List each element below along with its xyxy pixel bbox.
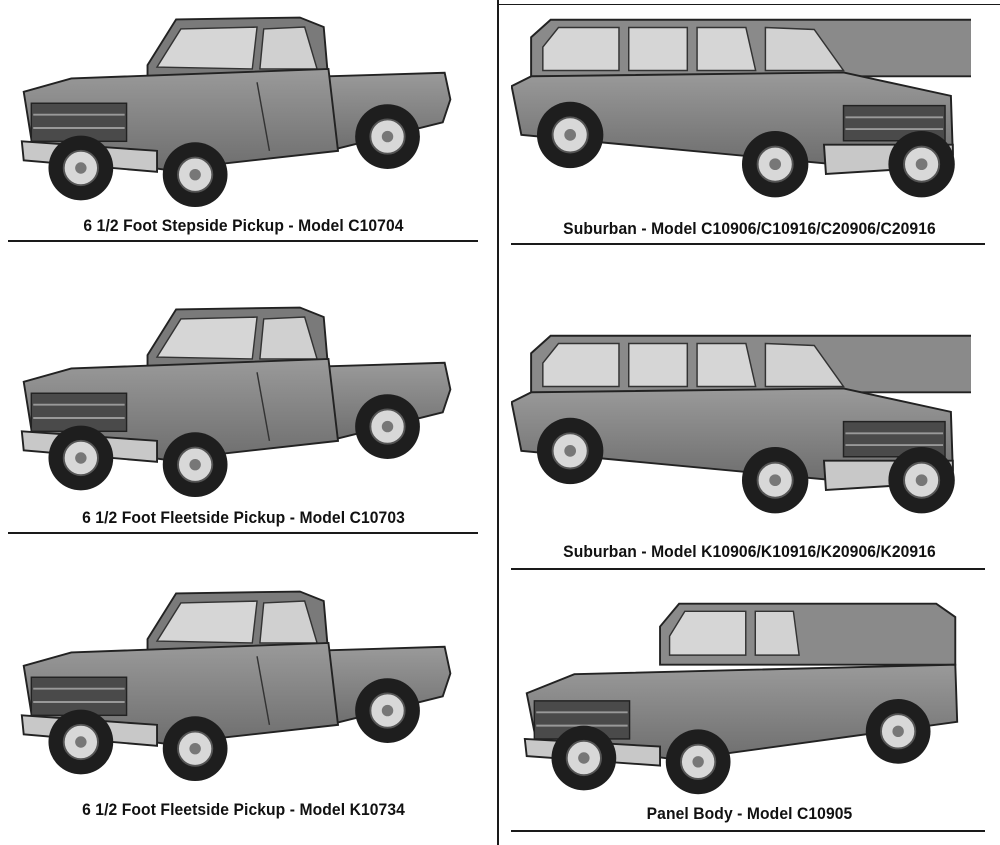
caption-underline [511,568,985,570]
vehicle-card-left-3: 6 1/2 Foot Fleetside Pickup - Model K107… [0,578,497,828]
vehicle-caption: 6 1/2 Foot Fleetside Pickup - Model K107… [82,800,405,819]
fleetside-pickup-illustration [8,582,468,782]
vehicle-card-right-1: Suburban - Model C10906/C10916/C20906/C2… [499,0,1000,250]
caption-underline [8,532,478,534]
vehicle-caption: Panel Body - Model C10905 [646,804,853,823]
vehicle-caption: Suburban - Model C10906/C10916/C20906/C2… [563,219,936,238]
suburban-illustration [511,8,971,213]
stepside-pickup-illustration [8,8,468,208]
vehicle-card-right-2: Suburban - Model K10906/K10916/K20906/K2… [499,318,1000,570]
column-divider [497,0,499,845]
vehicle-card-left-2: 6 1/2 Foot Fleetside Pickup - Model C107… [0,290,497,540]
vehicle-caption: Suburban - Model K10906/K10916/K20906/K2… [563,542,936,561]
fleetside-pickup-illustration [8,298,468,498]
suburban-illustration [511,324,971,529]
vehicle-card-left-1: 6 1/2 Foot Stepside Pickup - Model C1070… [0,0,497,250]
vehicle-card-right-3: Panel Body - Model C10905 [499,594,1000,844]
top-rule [497,4,1000,5]
vehicle-caption: 6 1/2 Foot Fleetside Pickup - Model C107… [82,508,405,527]
caption-underline [511,243,985,245]
caption-underline [511,830,985,832]
panel-body-illustration [511,598,971,798]
vehicle-caption: 6 1/2 Foot Stepside Pickup - Model C1070… [83,216,404,235]
caption-underline [8,240,478,242]
